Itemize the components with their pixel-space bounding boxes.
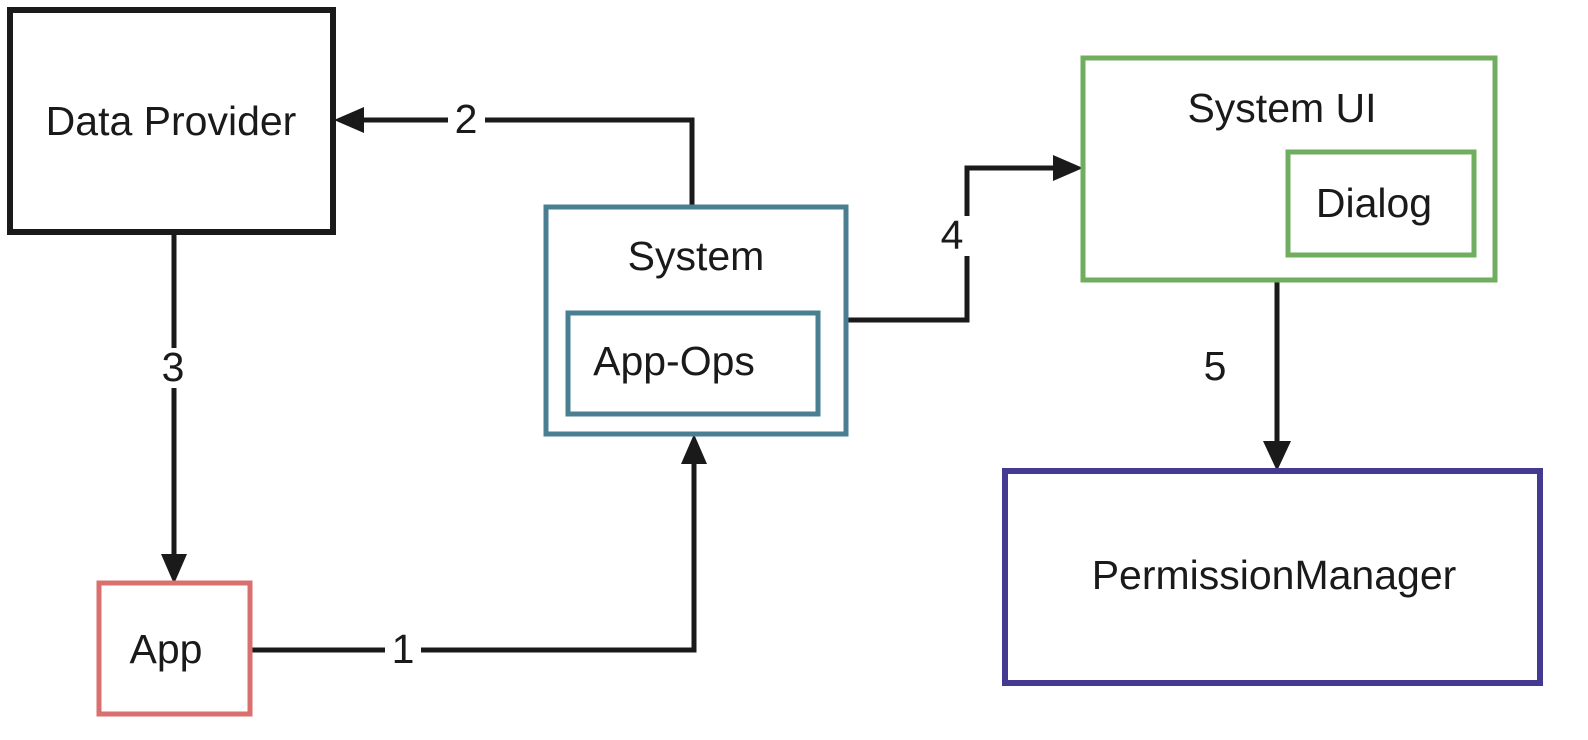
edge-2-arrowhead xyxy=(334,107,364,133)
system-label: System xyxy=(628,233,765,279)
edge-3-label: 3 xyxy=(162,344,185,390)
edge-1-arrowhead xyxy=(681,434,707,464)
edge-5-arrowhead xyxy=(1263,441,1291,471)
app-box xyxy=(96,580,253,717)
edge-1-app-to-system[interactable]: 1 xyxy=(250,434,707,672)
edge-1-label-backdrop xyxy=(385,630,421,670)
edge-2-system-to-data-provider[interactable]: 2 xyxy=(334,96,695,207)
system-ui-label: System UI xyxy=(1187,85,1376,131)
edge-4-label-backdrop xyxy=(934,216,971,256)
node-app-ops[interactable]: App-Ops xyxy=(565,310,821,417)
edge-4-system-to-system-ui[interactable]: 4 xyxy=(846,155,1083,323)
edge-2-label-backdrop xyxy=(448,100,485,140)
edge-3-data-provider-to-app[interactable]: 3 xyxy=(155,232,192,584)
edge-3-arrowhead xyxy=(161,554,187,584)
nodes-layer: Data Provider System App-Ops System UI D… xyxy=(7,7,1543,717)
app-label: App xyxy=(130,626,203,672)
app-ops-box xyxy=(565,310,821,417)
node-dialog[interactable]: Dialog xyxy=(1285,149,1477,258)
data-provider-label: Data Provider xyxy=(46,98,297,144)
edge-2-label: 2 xyxy=(455,96,478,142)
permission-manager-box xyxy=(1002,468,1543,686)
edge-4-label: 4 xyxy=(941,212,964,258)
edge-3-label-backdrop xyxy=(155,348,192,388)
permission-manager-label: PermissionManager xyxy=(1092,552,1457,598)
node-app[interactable]: App xyxy=(96,580,253,717)
data-provider-box xyxy=(7,7,336,235)
app-ops-label: App-Ops xyxy=(593,338,755,384)
edge-1-label: 1 xyxy=(392,626,415,672)
node-permission-manager[interactable]: PermissionManager xyxy=(1002,468,1543,686)
edge-1-path xyxy=(250,441,697,653)
edges-layer: 1 2 3 4 xyxy=(155,96,1291,672)
edge-5-system-ui-to-permission-manager[interactable]: 5 xyxy=(1204,280,1291,471)
edge-4-arrowhead xyxy=(1053,155,1083,181)
edge-2-path xyxy=(342,117,695,207)
dialog-label: Dialog xyxy=(1316,180,1432,226)
dialog-box xyxy=(1285,149,1477,258)
edge-5-label: 5 xyxy=(1204,343,1227,389)
node-data-provider[interactable]: Data Provider xyxy=(7,7,336,235)
